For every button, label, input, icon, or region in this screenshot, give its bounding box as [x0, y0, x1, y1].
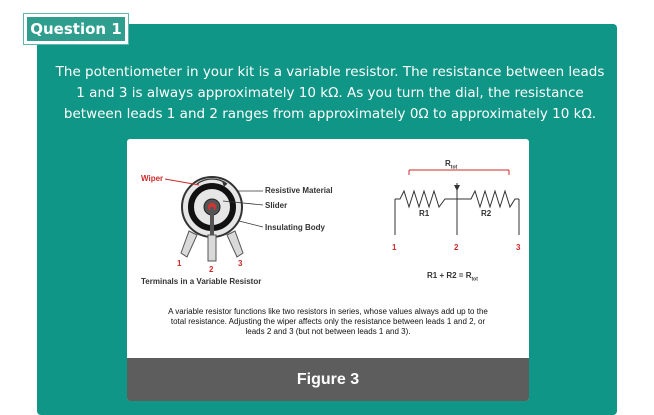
resistor-r2	[457, 189, 519, 209]
r-tot-label: Rtot	[445, 159, 458, 171]
terminal-3-label: 3	[238, 259, 243, 268]
question-line-2: 1 and 3 is always approximately 10 kΩ. A…	[76, 85, 584, 101]
question-tab: Question 1	[24, 14, 128, 44]
node-3-label: 3	[516, 243, 521, 252]
r2-label: R2	[481, 209, 492, 218]
resistive-material-label: Resistive Material	[265, 186, 333, 195]
wiper-label: Wiper	[141, 174, 164, 183]
caption-line-2: total resistance. Adjusting the wiper af…	[170, 317, 486, 326]
figure-title: Figure 3	[296, 370, 360, 388]
caption-line-3: leads 2 and 3 (but not between leads 1 a…	[245, 327, 411, 336]
question-line-1: The potentiometer in your kit is a varia…	[55, 64, 605, 80]
node-2-label: 2	[454, 243, 459, 252]
resistance-equation: R1 + R2 = Rtot	[427, 271, 478, 283]
node-1-label: 1	[392, 243, 397, 252]
resistor-r1	[395, 189, 457, 209]
terminal-2-label: 2	[209, 265, 214, 274]
r1-label: R1	[419, 209, 430, 218]
figure-caption: A variable resistor functions like two r…	[141, 307, 515, 337]
terminals-caption: Terminals in a Variable Resistor	[141, 277, 262, 286]
figure-card: Wiper Resistive Material Slider Insulati…	[127, 139, 529, 401]
insulating-body-label: Insulating Body	[265, 223, 325, 232]
question-line-3: between leads 1 and 2 ranges from approx…	[63, 106, 597, 122]
potentiometer-diagram	[164, 169, 520, 262]
figure-title-bar: Figure 3	[127, 358, 529, 401]
question-text: The potentiometer in your kit is a varia…	[50, 62, 610, 125]
caption-line-1: A variable resistor functions like two r…	[168, 307, 488, 316]
slider-label: Slider	[265, 201, 288, 210]
terminal-1-label: 1	[177, 259, 182, 268]
